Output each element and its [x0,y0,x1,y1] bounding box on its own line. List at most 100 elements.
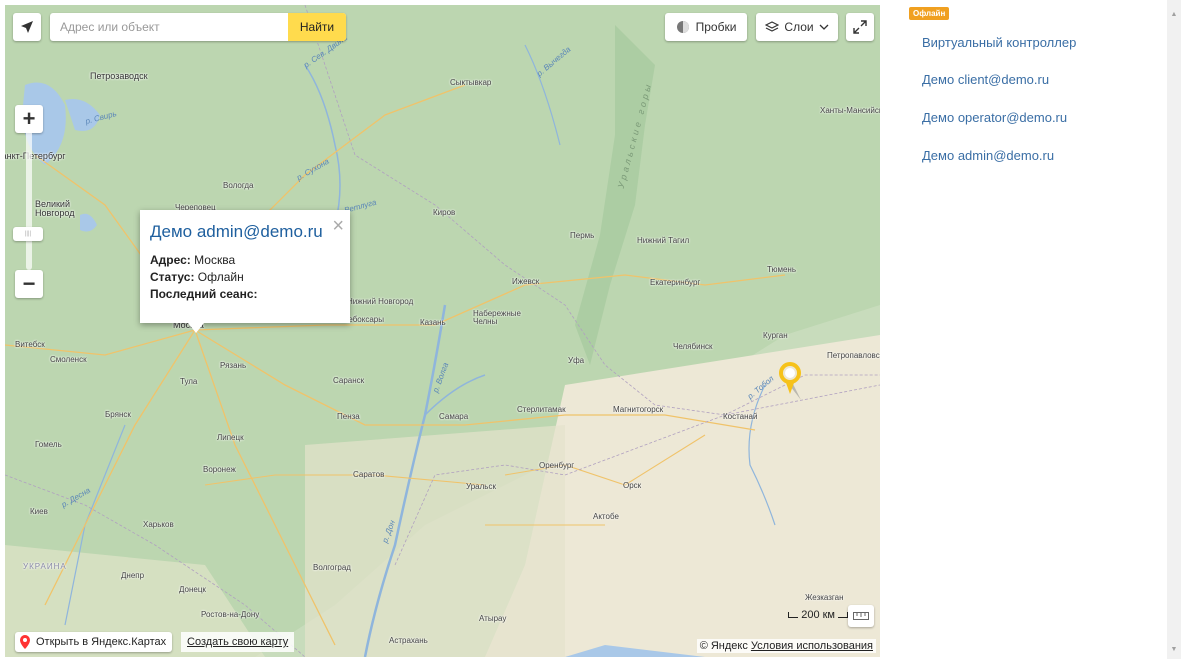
city-label: Самара [439,412,469,421]
city-label: Гомель [35,440,62,449]
city-label: Челябинск [673,342,713,351]
copyright-text: © Яндекс [699,640,748,652]
search-button[interactable]: Найти [288,13,346,41]
zoom-slider-track[interactable] [26,130,32,270]
city-label: Чебоксары [343,315,384,324]
balloon-status-value: Офлайн [197,270,244,284]
city-label: Вологда [223,181,254,190]
city-label: Саранск [333,376,365,385]
city-label: Смоленск [50,355,87,364]
city-label: Тюмень [767,265,796,274]
city-label: Тула [180,377,198,386]
map-container[interactable]: Петрозаводск Санкт-Петербург Великий Нов… [5,5,880,657]
city-label: Стерлитамак [517,405,566,414]
device-list-item[interactable]: Демо operator@demo.ru [922,110,1068,125]
city-label: Днепр [121,571,145,580]
layers-label: Слои [784,20,814,34]
city-label: Великий Новгород [35,199,75,218]
device-list-item[interactable]: Демо client@demo.ru [922,72,1050,87]
balloon-address-value: Москва [194,253,236,267]
map-pin-icon [20,635,30,649]
balloon-address-label: Адрес: [150,253,191,267]
city-label: Курган [763,331,788,340]
city-label: Казань [420,318,446,327]
close-icon[interactable]: × [332,215,344,237]
city-label: Нижний Тагил [637,236,690,245]
city-label: Волгоград [313,563,351,572]
balloon-session-row: Последний сеанс: [150,286,340,303]
city-label: Череповец [175,203,216,212]
create-map-link[interactable]: Создать свою карту [181,632,295,652]
map-copyright: © Яндекс Условия использования [696,639,876,653]
sidebar-scrollbar[interactable]: ▲ ▼ [1167,0,1181,659]
city-label: Жезказган [805,593,844,602]
ruler-button[interactable] [848,605,874,627]
balloon-address-row: Адрес: Москва [150,252,340,269]
geolocation-button[interactable] [13,13,41,41]
device-list-item[interactable]: Демо admin@demo.ru [922,148,1055,163]
city-label: Саратов [353,470,385,479]
status-badge: Офлайн [909,7,950,20]
city-label: Астрахань [389,636,428,645]
map-terrain [5,5,880,657]
city-label: Витебск [15,340,45,349]
zoom-out-button[interactable]: − [15,270,43,298]
city-label: Пенза [337,412,360,421]
traffic-button[interactable]: Пробки [665,13,747,41]
city-label: Уфа [568,356,585,365]
map-scale: 200 км [788,609,848,621]
city-label: Уральск [466,482,496,491]
search-input[interactable] [50,13,288,41]
scroll-down-icon[interactable]: ▼ [1170,646,1178,653]
city-label: Костанай [723,412,758,421]
balloon-tail [188,323,204,333]
city-label: Актобе [593,512,619,521]
ruler-icon [853,612,869,620]
info-balloon: Демо admin@demo.ru Адрес: Москва Статус:… [140,210,350,333]
city-label: Донецк [179,585,206,594]
city-label: Ханты-Мансийск [820,106,880,115]
zoom-slider-handle[interactable]: |||| [13,227,43,241]
open-yandex-label: Открыть в Яндекс.Картах [36,636,167,648]
scroll-up-icon[interactable]: ▲ [1170,11,1178,18]
city-label: Нижний Новгород [347,297,414,306]
map-placemark-icon[interactable] [779,362,805,402]
traffic-icon [676,21,689,33]
expand-icon [853,20,867,34]
traffic-label: Пробки [695,20,737,34]
city-label: Петропавловск [827,351,880,360]
city-label: Сыктывкар [450,78,492,87]
city-label: Пермь [570,231,595,240]
open-yandex-maps-link[interactable]: Открыть в Яндекс.Картах [15,632,173,652]
city-label: Петрозаводск [90,71,148,81]
city-label: Ростов-на-Дону [201,610,260,619]
layers-button[interactable]: Слои [756,13,838,41]
location-arrow-icon [21,21,33,33]
city-label: Киров [433,208,456,217]
device-list-item[interactable]: Виртуальный контроллер [922,35,1077,50]
city-label: Атырау [479,614,507,623]
zoom-in-button[interactable]: + [15,105,43,133]
city-label: Оренбург [539,461,575,470]
city-label: Воронеж [203,465,236,474]
city-label: Орск [623,481,642,490]
terms-link[interactable]: Условия использования [750,640,873,652]
city-label: Брянск [105,410,131,419]
city-label: Магнитогорск [613,405,664,414]
city-label: Екатеринбург [650,278,701,287]
balloon-status-label: Статус: [150,270,195,284]
city-label: Киев [30,507,48,516]
city-label: УКРАИНА [23,562,67,571]
fullscreen-button[interactable] [846,13,874,41]
balloon-status-row: Статус: Офлайн [150,269,340,286]
scale-label: 200 км [801,609,835,621]
city-label: Набережные Челны [473,309,521,326]
balloon-title: Демо admin@demo.ru [150,222,323,241]
layers-icon [765,21,780,32]
city-label: Харьков [143,520,174,529]
city-label: Ижевск [512,277,540,286]
city-label: Рязань [220,361,247,370]
city-label: Липецк [217,433,244,442]
city-label: Санкт-Петербург [5,151,66,161]
